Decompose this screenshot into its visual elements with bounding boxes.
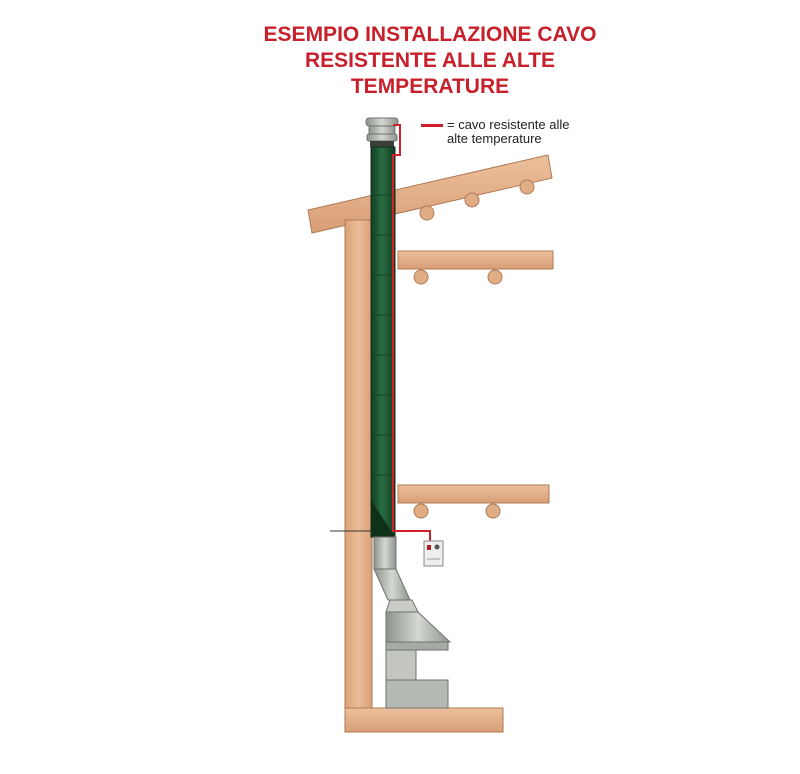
roof-beam	[464, 192, 480, 208]
title-line-2: RESISTENTE ALLE ALTE	[304, 49, 556, 72]
thermostat-icon	[423, 540, 444, 567]
roof-beam	[419, 205, 435, 221]
base-slab	[344, 707, 504, 733]
lower-floor-beam	[413, 503, 429, 519]
legend-label: = cavo resistente alle alte temperature	[447, 118, 622, 146]
wall	[344, 219, 373, 716]
high-temperature-cable	[392, 124, 431, 548]
fireplace-icon	[385, 599, 452, 709]
roof-beam	[519, 179, 535, 195]
title-line-3: TEMPERATURE	[350, 75, 510, 98]
upper-floor-beam	[413, 269, 429, 285]
stove-pipe	[373, 536, 411, 601]
legend-line-2: alte temperature	[447, 131, 542, 146]
diagram-title: ESEMPIO INSTALLAZIONE CAVO RESISTENTE AL…	[215, 22, 645, 100]
lower-floor-beam	[485, 503, 501, 519]
title-line-1: ESEMPIO INSTALLAZIONE CAVO	[263, 23, 597, 46]
roof-slab	[307, 154, 553, 234]
chimney-cap-icon	[365, 117, 399, 147]
lower-floor-slab	[397, 484, 550, 504]
upper-floor-beam	[487, 269, 503, 285]
legend-line-1: = cavo resistente alle	[447, 117, 570, 132]
legend-cable-swatch	[421, 124, 443, 127]
upper-floor-slab	[397, 250, 554, 270]
flue-pipe	[370, 146, 396, 538]
